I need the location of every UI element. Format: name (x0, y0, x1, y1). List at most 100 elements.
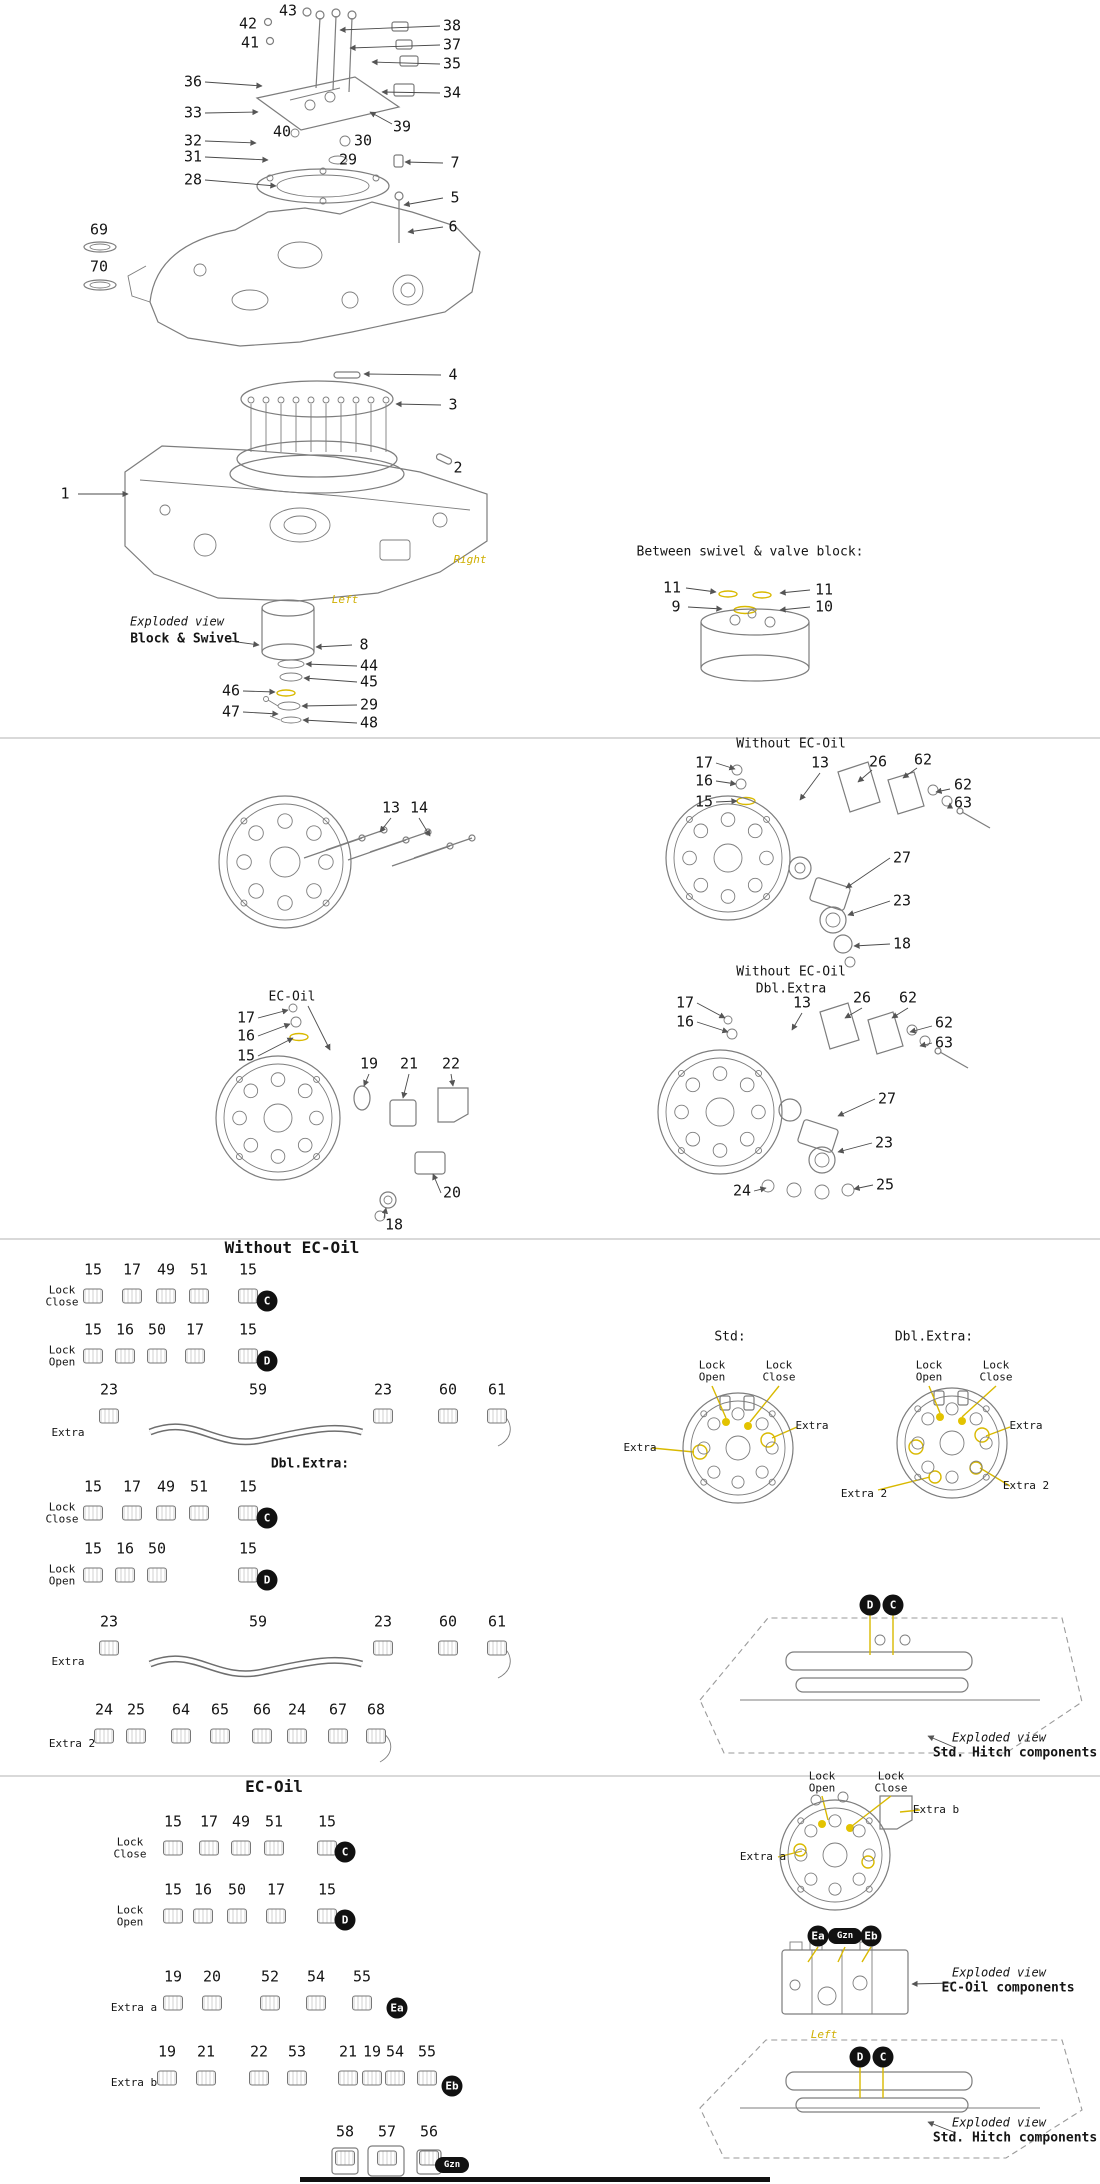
callout-23: 23 (99, 1612, 119, 1631)
part-60 (438, 1408, 458, 1424)
callout-15: 15 (238, 1320, 258, 1339)
label-exploded-view: Exploded view (952, 2115, 1046, 2130)
callout-8: 8 (359, 635, 369, 654)
callout-25: 25 (126, 1700, 146, 1719)
badge-gzn: Gzn (828, 1928, 862, 1944)
callout-15: 15 (163, 1812, 183, 1831)
part-15 (83, 1505, 103, 1521)
plate-ec-oil-right (779, 1799, 891, 1911)
callout-10: 10 (814, 597, 834, 616)
callout-39: 39 (392, 117, 412, 136)
callout-17: 17 (694, 753, 714, 772)
part-16 (115, 1348, 135, 1364)
callout-9: 9 (671, 597, 681, 616)
callout-6: 6 (448, 217, 458, 236)
badge-d: D (256, 1569, 278, 1591)
callout-28: 28 (183, 170, 203, 189)
part-64 (171, 1728, 191, 1744)
label-extra: Extra (51, 1654, 85, 1668)
callout-49: 49 (156, 1260, 176, 1279)
callout-49: 49 (231, 1812, 251, 1831)
part-66 (252, 1728, 272, 1744)
part-15 (238, 1505, 258, 1521)
callout-19: 19 (359, 1054, 379, 1073)
callout-3: 3 (448, 395, 458, 414)
badge-d: D (256, 1350, 278, 1372)
part-15 (238, 1567, 258, 1583)
label-extra-b: Extra b (110, 2075, 158, 2089)
label-lock-open: Lock Open (48, 1562, 76, 1588)
callout-15: 15 (238, 1260, 258, 1279)
label-lock-close: Lock Close (874, 1769, 908, 1795)
callout-43: 43 (278, 1, 298, 20)
label-between-swivel-valve-block: Between swivel & valve block: (636, 544, 864, 560)
callout-15: 15 (83, 1539, 103, 1558)
callout-24: 24 (94, 1700, 114, 1719)
part-53 (287, 2070, 307, 2086)
callout-60: 60 (438, 1612, 458, 1631)
label-extra: Extra (1009, 1418, 1043, 1432)
label-extra-2: Extra 2 (1002, 1478, 1050, 1492)
callout-61: 61 (487, 1612, 507, 1631)
part-15 (238, 1288, 258, 1304)
callout-29: 29 (359, 695, 379, 714)
badge-c: C (256, 1507, 278, 1529)
part-19 (157, 2070, 177, 2086)
label-lock-open: Lock Open (808, 1769, 836, 1795)
label-lock-open: Lock Open (915, 1358, 943, 1384)
callout-21: 21 (338, 2042, 358, 2061)
callout-61: 61 (487, 1380, 507, 1399)
label-ec-oil: EC-Oil (268, 989, 316, 1005)
label-lock-open: Lock Open (116, 1903, 144, 1929)
label-extra: Extra (623, 1440, 657, 1454)
callout-49: 49 (156, 1477, 176, 1496)
callout-5: 5 (450, 188, 460, 207)
plate-without-ec-oil (665, 795, 791, 921)
callout-26: 26 (868, 752, 888, 771)
part-55 (417, 2070, 437, 2086)
callout-63: 63 (934, 1033, 954, 1052)
callout-59: 59 (248, 1612, 268, 1631)
callout-11: 11 (814, 580, 834, 599)
callout-17: 17 (266, 1880, 286, 1899)
part-17 (185, 1348, 205, 1364)
coupling-plates-drawing (257, 761, 991, 1222)
callout-40: 40 (272, 122, 292, 141)
callout-51: 51 (189, 1260, 209, 1279)
label-left: Left (810, 2027, 838, 2041)
generated-plates (215, 396, 1008, 1911)
callout-31: 31 (183, 147, 203, 166)
callout-24: 24 (732, 1181, 752, 1200)
part-51 (189, 1288, 209, 1304)
part-15 (83, 1348, 103, 1364)
callout-19: 19 (362, 2042, 382, 2061)
callout-17: 17 (185, 1320, 205, 1339)
part-51 (189, 1505, 209, 1521)
badge-d: D (859, 1594, 881, 1616)
callout-25: 25 (875, 1175, 895, 1194)
callout-17: 17 (236, 1008, 256, 1027)
label-exploded-view: Exploded view (952, 1730, 1046, 1745)
plate-std (682, 1392, 794, 1504)
callout-30: 30 (353, 131, 373, 150)
badge-eb: Eb (441, 2075, 463, 2097)
badge-d: D (849, 2046, 871, 2068)
part-49 (156, 1505, 176, 1521)
callout-22: 22 (249, 2042, 269, 2061)
callout-4: 4 (448, 365, 458, 384)
callout-16: 16 (675, 1012, 695, 1031)
callout-1: 1 (60, 484, 70, 503)
part-54 (385, 2070, 405, 2086)
part-68 (366, 1728, 386, 1744)
callout-52: 52 (260, 1967, 280, 1986)
callout-50: 50 (227, 1880, 247, 1899)
label-std-hitch-components: Std. Hitch components (932, 1745, 1098, 1761)
label-extra-2: Extra 2 (840, 1486, 888, 1500)
badge-c: C (256, 1290, 278, 1312)
badge-c: C (882, 1594, 904, 1616)
part-17 (122, 1505, 142, 1521)
label-std-hitch-components: Std. Hitch components (932, 2130, 1098, 2146)
badge-c: C (872, 2046, 894, 2068)
